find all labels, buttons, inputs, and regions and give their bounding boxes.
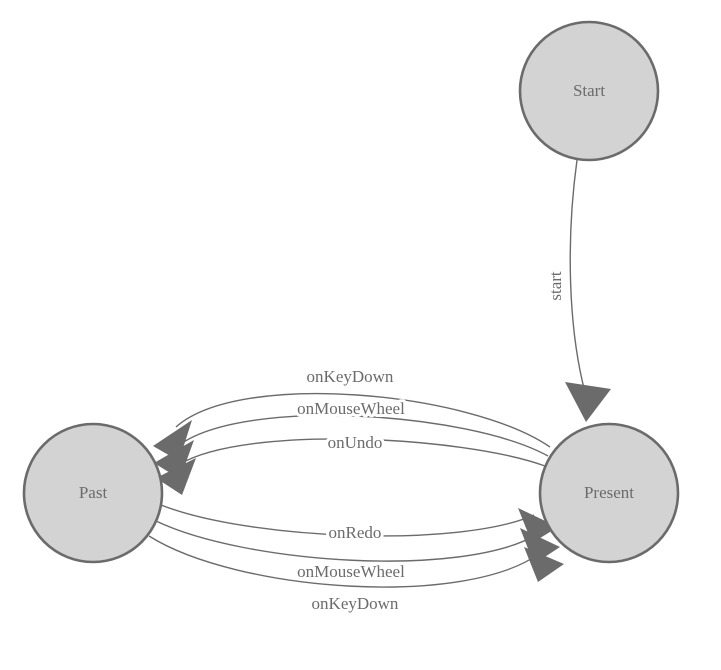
edge-past-present-onmousewheel-arrowhead (520, 528, 560, 564)
node-past[interactable]: Past (22, 422, 164, 564)
edge-start[interactable] (565, 159, 611, 422)
edge-label-onkeydown-bottom-halo: onKeyDown (312, 594, 399, 613)
edge-label-onkeydown-top-group: onKeyDown onKeyDown (304, 364, 397, 389)
node-present[interactable]: Present (538, 422, 680, 564)
edge-past-present-onkeydown-path (148, 535, 541, 588)
edge-past-present-onredo[interactable] (160, 504, 558, 543)
edge-present-past-onkeydown-path (175, 392, 551, 448)
edge-present-past-onundo[interactable] (156, 438, 546, 495)
edge-past-present-onredo-arrowhead (518, 508, 558, 543)
edge-present-past-onmousewheel-arrowhead (154, 440, 194, 479)
edge-label-onredo-halo: onRedo (329, 523, 382, 542)
edge-start-path (569, 159, 587, 397)
node-start-label: Start (573, 81, 605, 100)
node-start-circle (518, 20, 660, 162)
edge-label-start-halo: start (546, 271, 565, 301)
edge-label-onundo: onUndo (328, 433, 383, 452)
edge-label-onkeydown-top: onKeyDown (307, 367, 394, 386)
edge-past-present-onredo-path (160, 504, 535, 537)
edge-label-onundo-halo: onUndo (328, 433, 383, 452)
edge-label-onkeydown-bottom-group: onKeyDown onKeyDown (309, 591, 402, 616)
edge-past-present-onmousewheel-path (155, 520, 537, 562)
node-start[interactable]: Start (518, 20, 660, 162)
edge-present-past-onmousewheel-path (177, 414, 549, 457)
edge-label-onredo: onRedo (329, 523, 382, 542)
node-present-label: Present (584, 483, 634, 502)
edge-label-onmousewheel-bottom-group: onMouseWheel onMouseWheel (294, 559, 408, 584)
edge-start-arrowhead (565, 382, 611, 422)
edge-label-onkeydown-top-halo: onKeyDown (307, 367, 394, 386)
edge-label-start: start (546, 271, 565, 301)
edge-label-onundo-group: onUndo onUndo (325, 430, 386, 455)
edge-label-onmousewheel-bottom: onMouseWheel (297, 562, 405, 581)
edge-label-onmousewheel-top-halo: onMouseWheel (297, 399, 405, 418)
edge-label-onredo-group: onRedo onRedo (326, 520, 385, 545)
edge-label-onmousewheel-top: onMouseWheel (297, 399, 405, 418)
edge-past-present-onkeydown-arrowhead (524, 547, 564, 582)
node-present-circle (538, 422, 680, 564)
edge-present-past-onundo-path (179, 438, 546, 467)
node-past-circle (22, 422, 164, 564)
edge-label-onkeydown-bottom: onKeyDown (312, 594, 399, 613)
edge-present-past-onmousewheel[interactable] (154, 414, 549, 479)
edge-past-present-onmousewheel[interactable] (155, 520, 560, 564)
edge-present-past-onundo-arrowhead (156, 458, 196, 495)
edge-label-onmousewheel-top-group: onMouseWheel onMouseWheel (294, 396, 408, 421)
node-past-label: Past (79, 483, 108, 502)
edge-label-start-group: start start (543, 268, 568, 304)
edge-label-onmousewheel-bottom-halo: onMouseWheel (297, 562, 405, 581)
edge-past-present-onkeydown[interactable] (148, 535, 564, 588)
